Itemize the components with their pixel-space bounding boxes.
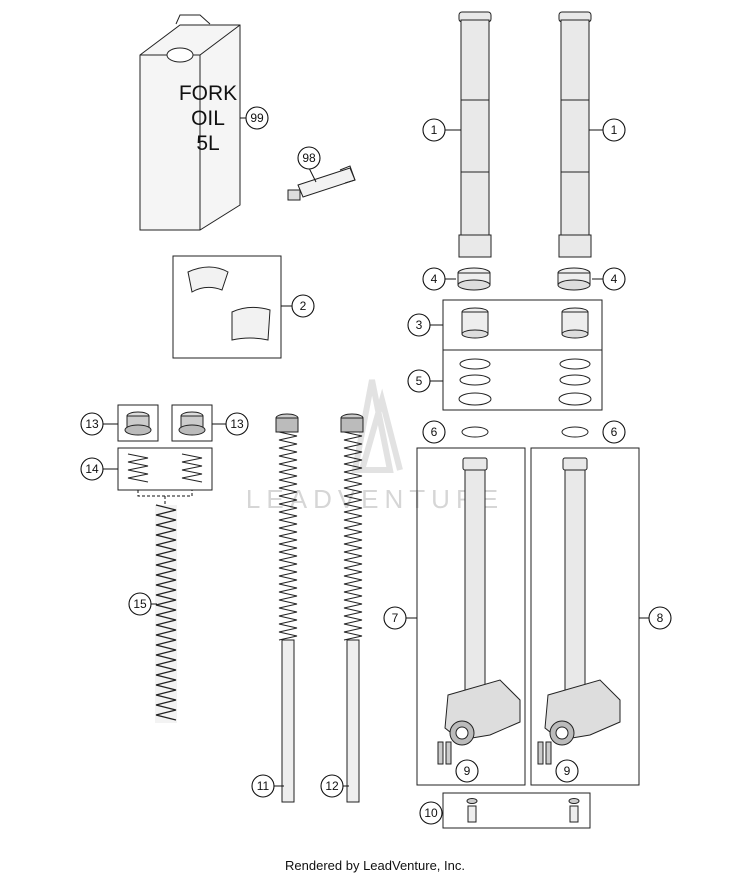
svg-text:3: 3 xyxy=(416,318,423,332)
svg-text:1: 1 xyxy=(431,123,438,137)
damper-cartridge-left xyxy=(275,413,299,803)
callout-4-right[interactable]: 4 xyxy=(602,267,626,291)
callout-3[interactable]: 3 xyxy=(407,313,431,337)
stop-ring-right xyxy=(557,267,591,291)
svg-text:15: 15 xyxy=(133,597,147,611)
outer-tube-right xyxy=(558,11,592,258)
svg-text:2: 2 xyxy=(300,299,307,313)
part-box-13-left xyxy=(117,404,159,442)
callout-6-left[interactable]: 6 xyxy=(422,420,446,444)
grease-tube xyxy=(287,165,356,201)
svg-text:1: 1 xyxy=(611,123,618,137)
callout-1-left[interactable]: 1 xyxy=(422,118,446,142)
watermark: LEADVENTURE xyxy=(246,379,504,514)
callout-2[interactable]: 2 xyxy=(291,294,315,318)
inner-tube-left xyxy=(437,457,521,765)
callout-15[interactable]: 15 xyxy=(128,592,152,616)
spring-cap-right xyxy=(178,411,206,436)
callout-10[interactable]: 10 xyxy=(419,801,443,825)
svg-text:9: 9 xyxy=(564,764,571,778)
o-ring-right xyxy=(561,426,589,438)
callout-5[interactable]: 5 xyxy=(407,369,431,393)
fork-spring xyxy=(155,504,177,723)
preload-spring-right xyxy=(181,453,203,483)
callout-14[interactable]: 14 xyxy=(80,457,104,481)
callout-98[interactable]: 98 xyxy=(297,146,321,170)
svg-text:8: 8 xyxy=(657,611,664,625)
svg-text:13: 13 xyxy=(230,417,244,431)
can-label-line-3: 5L xyxy=(196,132,219,155)
svg-text:12: 12 xyxy=(325,779,339,793)
callout-9-left[interactable]: 9 xyxy=(455,759,479,783)
callout-6-right[interactable]: 6 xyxy=(602,420,626,444)
callout-13-left[interactable]: 13 xyxy=(80,412,104,436)
fork-oil-can: FORK OIL 5L xyxy=(139,14,241,231)
damper-cartridge-right xyxy=(340,413,364,803)
part-box-10 xyxy=(442,792,591,829)
bushing-pieces xyxy=(187,266,271,341)
svg-text:5: 5 xyxy=(416,374,423,388)
part-box-5 xyxy=(442,349,603,411)
preload-spring-left xyxy=(127,453,149,483)
part-box-7 xyxy=(416,447,526,786)
can-label-line-1: FORK xyxy=(179,82,237,105)
callout-8[interactable]: 8 xyxy=(648,606,672,630)
callout-99[interactable]: 99 xyxy=(245,106,269,130)
svg-text:4: 4 xyxy=(611,272,618,286)
svg-text:9: 9 xyxy=(464,764,471,778)
stop-ring-left xyxy=(457,267,491,291)
svg-text:6: 6 xyxy=(611,425,618,439)
svg-text:99: 99 xyxy=(250,111,264,125)
seal-set-right xyxy=(558,358,592,406)
callout-11[interactable]: 11 xyxy=(251,774,275,798)
callout-9-right[interactable]: 9 xyxy=(555,759,579,783)
callout-13-right[interactable]: 13 xyxy=(225,412,249,436)
svg-text:4: 4 xyxy=(431,272,438,286)
part-box-13-right xyxy=(171,404,213,442)
guide-bushing-left xyxy=(461,307,489,339)
svg-text:7: 7 xyxy=(392,611,399,625)
footer-credit: Rendered by LeadVenture, Inc. xyxy=(285,858,465,873)
bleeder-screw-right xyxy=(568,798,580,823)
callout-7[interactable]: 7 xyxy=(383,606,407,630)
svg-text:11: 11 xyxy=(257,779,270,793)
spring-cap-left xyxy=(124,411,152,436)
svg-text:98: 98 xyxy=(302,151,316,165)
seal-set-left xyxy=(458,358,492,406)
bleeder-screw-left xyxy=(466,798,478,823)
svg-text:10: 10 xyxy=(424,806,438,820)
callout-1-right[interactable]: 1 xyxy=(602,118,626,142)
part-box-2 xyxy=(172,255,282,359)
part-box-8 xyxy=(530,447,640,786)
o-ring-left xyxy=(461,426,489,438)
can-label-line-2: OIL xyxy=(191,107,225,130)
guide-bushing-right xyxy=(561,307,589,339)
inner-tube-right xyxy=(537,457,621,765)
svg-text:6: 6 xyxy=(431,425,438,439)
svg-text:14: 14 xyxy=(85,462,99,476)
svg-text:13: 13 xyxy=(85,417,99,431)
outer-tube-left xyxy=(458,11,492,258)
watermark-text: LEADVENTURE xyxy=(246,484,504,514)
callout-12[interactable]: 12 xyxy=(320,774,344,798)
callout-4-left[interactable]: 4 xyxy=(422,267,446,291)
